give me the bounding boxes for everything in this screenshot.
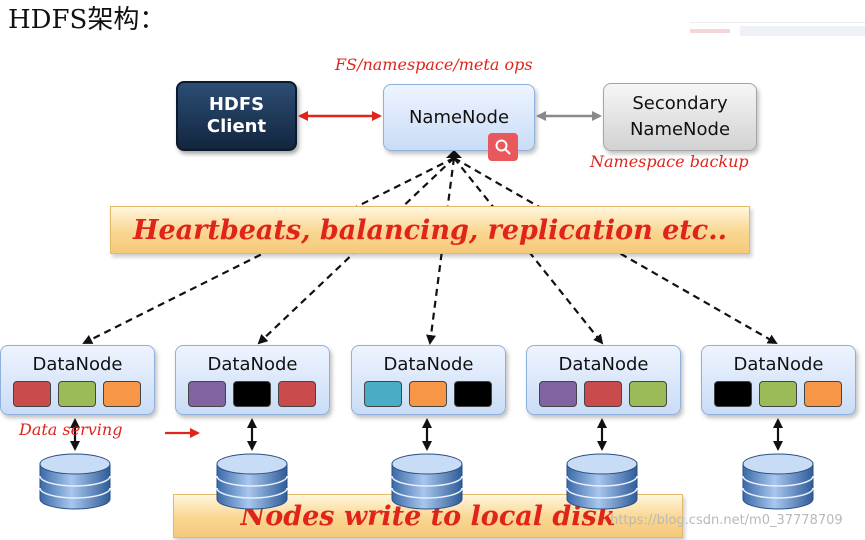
secondary-namenode-box: Secondary NameNode bbox=[603, 83, 757, 151]
secondary-label-line1: Secondary bbox=[632, 93, 728, 114]
disk-icon bbox=[216, 453, 288, 510]
namespace-backup-label: Namespace backup bbox=[590, 152, 749, 171]
datanode-label: DataNode bbox=[733, 354, 824, 375]
datanode-box: DataNode bbox=[0, 345, 155, 415]
data-block bbox=[759, 381, 797, 407]
datanode-label: DataNode bbox=[32, 354, 123, 375]
data-block bbox=[103, 381, 141, 407]
datanode-box: DataNode bbox=[351, 345, 506, 415]
client-label-line1: HDFS bbox=[208, 94, 265, 115]
data-block bbox=[278, 381, 316, 407]
data-block bbox=[409, 381, 447, 407]
disk-icon bbox=[391, 453, 463, 510]
data-block bbox=[629, 381, 667, 407]
client-label-line2: Client bbox=[206, 116, 267, 137]
data-block bbox=[804, 381, 842, 407]
namenode-label: NameNode bbox=[408, 107, 510, 128]
data-block bbox=[13, 381, 51, 407]
data-block bbox=[454, 381, 492, 407]
data-block bbox=[714, 381, 752, 407]
csdn-watermark: https://blog.csdn.net/m0_37778709 bbox=[610, 513, 843, 528]
magnifier-icon[interactable] bbox=[488, 133, 518, 161]
disk-icon bbox=[742, 453, 814, 510]
data-block bbox=[233, 381, 271, 407]
fan-line-datanode-4 bbox=[453, 157, 604, 345]
data-block bbox=[539, 381, 577, 407]
datanode-box: DataNode bbox=[526, 345, 681, 415]
data-block bbox=[584, 381, 622, 407]
datanode-box: DataNode bbox=[175, 345, 330, 415]
page-heading: HDFS架构： bbox=[8, 5, 166, 35]
disk-icon bbox=[39, 453, 111, 510]
secondary-label-line2: NameNode bbox=[629, 119, 731, 140]
datanode-label: DataNode bbox=[207, 354, 298, 375]
data-block bbox=[364, 381, 402, 407]
data-block bbox=[58, 381, 96, 407]
data-block bbox=[188, 381, 226, 407]
namenode-fan-hub bbox=[446, 150, 462, 158]
data-serving-label: Data serving bbox=[19, 420, 123, 439]
datanode-label: DataNode bbox=[558, 354, 649, 375]
datanode-box: DataNode bbox=[701, 345, 856, 415]
heartbeat-banner: Heartbeats, balancing, replication etc.. bbox=[110, 206, 750, 254]
datanode-label: DataNode bbox=[383, 354, 474, 375]
disk-icon bbox=[566, 453, 638, 510]
namespace-ops-label: FS/namespace/meta ops bbox=[335, 55, 533, 74]
hdfs-client-box: HDFS Client bbox=[176, 81, 297, 151]
faint-header-strip bbox=[690, 22, 865, 45]
